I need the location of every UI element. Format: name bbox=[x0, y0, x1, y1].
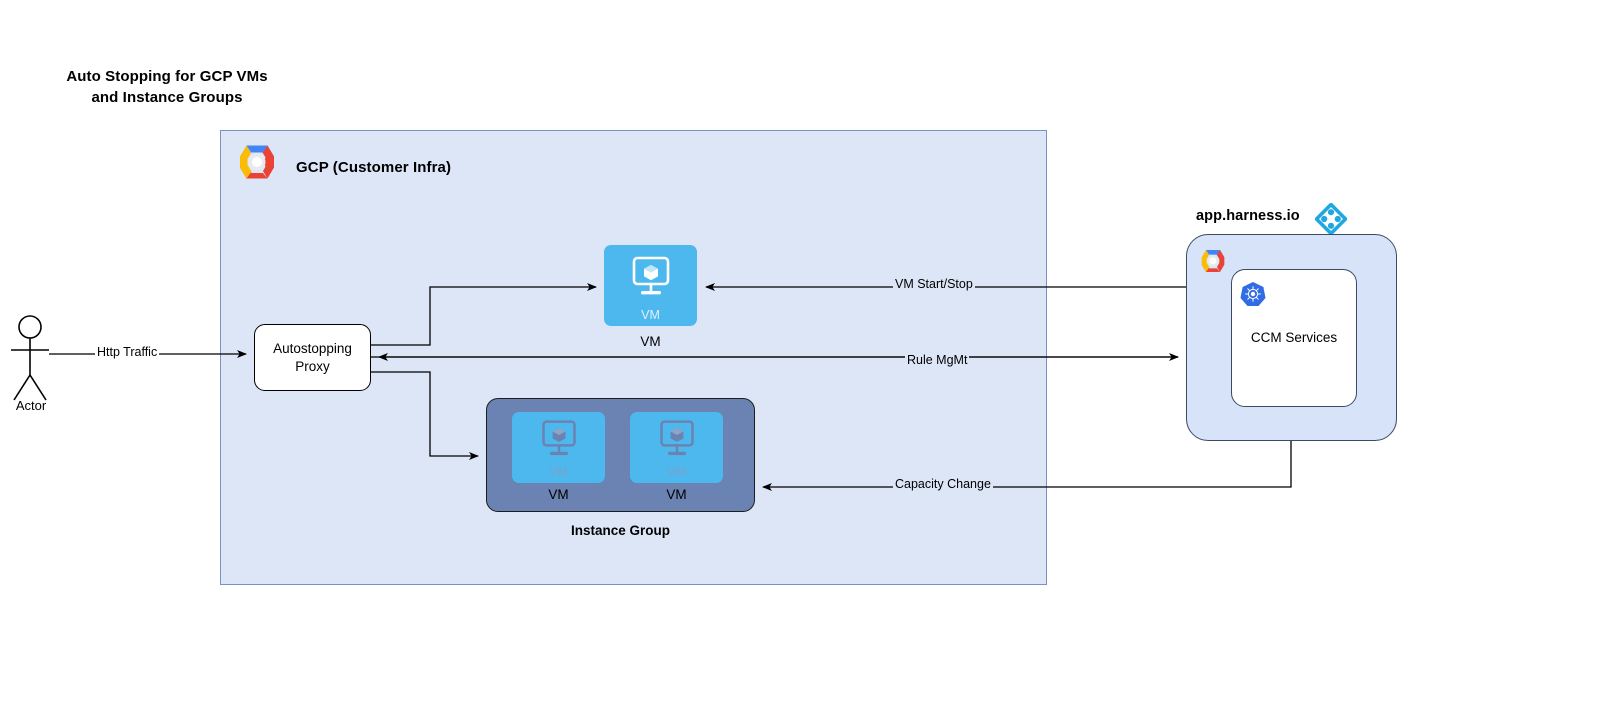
vm-node[interactable]: VM bbox=[604, 245, 697, 326]
instance-group-vm-1-caption: VM bbox=[548, 487, 569, 502]
autostopping-proxy-node[interactable]: Autostopping Proxy bbox=[254, 324, 371, 391]
instance-group-node[interactable]: VM VM VM VM bbox=[486, 398, 755, 512]
instance-group-vm-2[interactable]: VM bbox=[630, 412, 723, 483]
actor-label: Actor bbox=[15, 398, 47, 413]
instance-group-caption: Instance Group bbox=[570, 523, 670, 538]
instance-group-vm-2-caption: VM bbox=[666, 487, 687, 502]
gcp-container-label: GCP (Customer Infra) bbox=[296, 159, 452, 176]
vm-node-caption: VM bbox=[640, 334, 661, 349]
vm-monitor-cube-icon bbox=[537, 418, 581, 465]
kubernetes-icon bbox=[1240, 281, 1266, 312]
page-title: Auto Stopping for GCP VMs and Instance G… bbox=[66, 68, 268, 106]
edge-label-capacity-change: Capacity Change bbox=[893, 477, 993, 491]
gcp-logo-icon bbox=[1197, 246, 1229, 276]
edge-label-rule-mgmt: Rule MgMt bbox=[905, 353, 970, 367]
harness-title: app.harness.io bbox=[1196, 208, 1300, 224]
vm-monitor-cube-icon bbox=[655, 418, 699, 465]
gcp-logo-icon bbox=[233, 140, 281, 184]
instance-group-vm-2-inner-label: VM bbox=[667, 465, 686, 479]
stick-figure-actor-icon bbox=[8, 315, 78, 415]
instance-group-vm-1-inner-label: VM bbox=[549, 465, 568, 479]
edge-label-http-traffic: Http Traffic bbox=[95, 345, 160, 359]
edge-label-vm-start-stop: VM Start/Stop bbox=[893, 277, 975, 291]
vm-node-inner-label: VM bbox=[641, 308, 660, 322]
instance-group-vm-1[interactable]: VM bbox=[512, 412, 605, 483]
harness-diamond-logo-icon bbox=[1313, 201, 1349, 240]
vm-monitor-cube-icon bbox=[627, 254, 675, 305]
ccm-services-label: CCM Services bbox=[1250, 330, 1338, 345]
